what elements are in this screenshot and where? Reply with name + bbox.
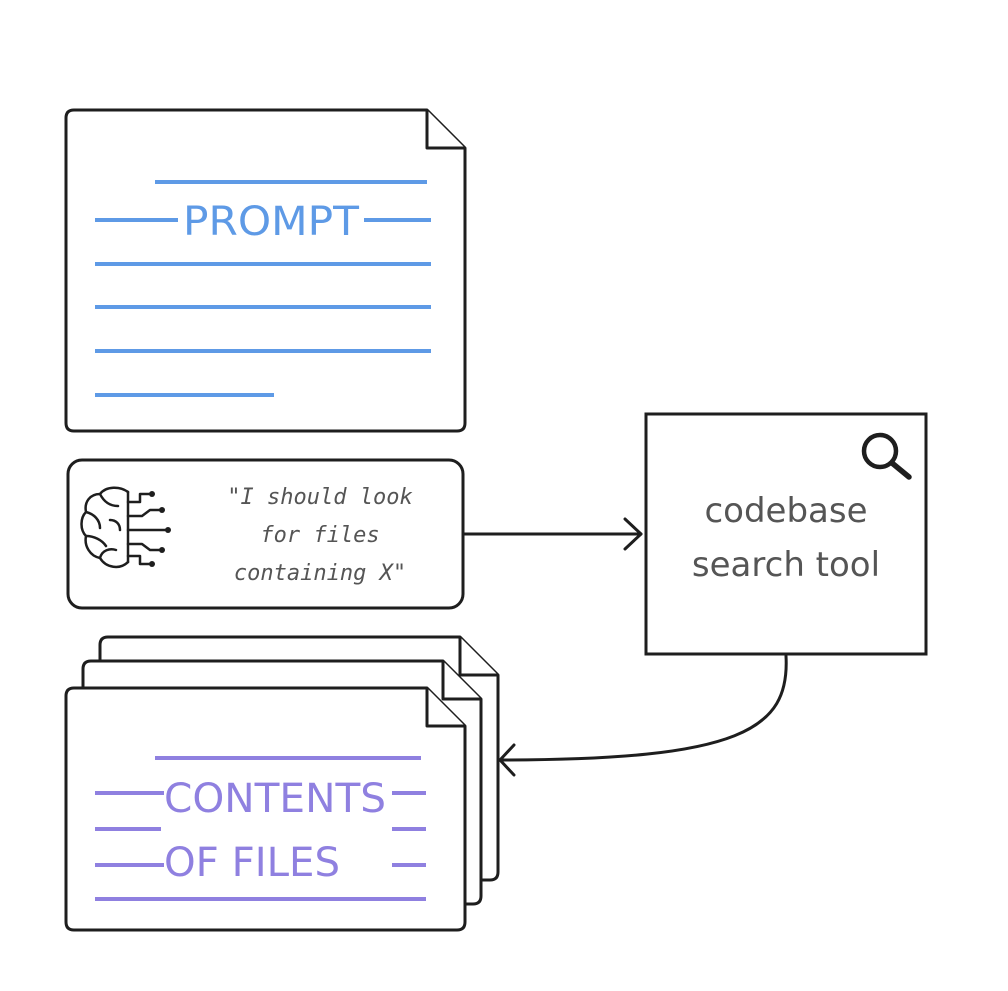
files-stack: CONTENTS OF FILES [64,635,500,932]
arrow-to-search-tool [462,517,643,551]
search-tool-label-line: codebase [704,491,867,531]
search-tool-label-line: search tool [692,545,880,585]
prompt-label: PROMPT [183,199,360,245]
files-label-line: CONTENTS [164,776,386,822]
files-label-line: OF FILES [164,840,340,886]
thought-box: "I should look for files containing X" [66,458,465,610]
thought-text-line: for files [260,523,379,548]
prompt-document: PROMPT [64,108,467,433]
magnifier-icon [861,432,912,480]
brain-circuit-icon [80,486,171,569]
search-tool-outline [644,412,928,656]
search-tool-box: codebase search tool [644,412,928,656]
arrow-to-files [498,654,788,777]
thought-text-line: containing X" [234,561,406,586]
files-page-front [64,686,467,932]
prompt-document-outline [64,108,467,433]
thought-text-line: "I should look [227,485,412,510]
prompt-document-fold [425,110,465,150]
